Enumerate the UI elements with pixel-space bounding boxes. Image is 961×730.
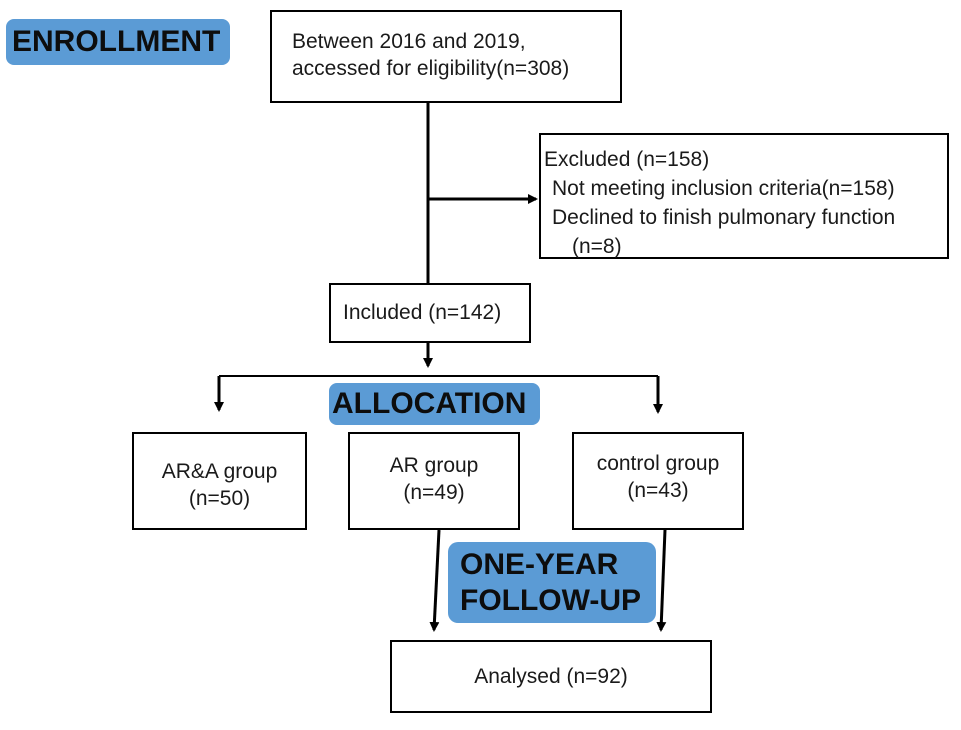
excluded-reason-declined: Declined to finish pulmonary function: [552, 206, 896, 229]
ara-group-count: (n=50): [188, 487, 251, 510]
eligibility-box: Between 2016 and 2019, accessed for elig…: [270, 10, 622, 103]
analysed-box: Analysed (n=92): [390, 640, 712, 713]
arrow-control-to-analysed: [656, 529, 667, 632]
enrollment-stage-label: ENROLLMENT: [6, 19, 230, 65]
eligibility-count: accessed for eligibility(n=308): [292, 57, 570, 80]
ar-group-box: AR group (n=49): [348, 432, 520, 530]
excluded-title: Excluded (n=158): [544, 148, 710, 171]
arrow-ar-to-analysed: [429, 529, 441, 632]
included-box: Included (n=142): [329, 283, 531, 343]
included-count: Included (n=142): [343, 301, 502, 324]
control-group-name: control group: [596, 452, 720, 475]
control-group-box: control group (n=43): [572, 432, 744, 530]
allocation-stage-label: ALLOCATION: [329, 383, 540, 425]
ara-group-box: AR&A group (n=50): [132, 432, 307, 530]
ar-group-count: (n=49): [403, 481, 465, 504]
analysed-count: Analysed (n=92): [474, 665, 628, 688]
ara-group-name: AR&A group: [161, 460, 278, 483]
excluded-box: Excluded (n=158) Not meeting inclusion c…: [539, 133, 949, 259]
followup-stage-label: ONE-YEAR FOLLOW-UP: [448, 542, 656, 623]
ar-group-name: AR group: [389, 454, 479, 477]
excluded-reason-declined-count: (n=8): [572, 235, 622, 258]
excluded-reason-criteria: Not meeting inclusion criteria(n=158): [552, 177, 895, 200]
eligibility-period: Between 2016 and 2019,: [292, 30, 526, 53]
control-group-count: (n=43): [627, 479, 689, 502]
